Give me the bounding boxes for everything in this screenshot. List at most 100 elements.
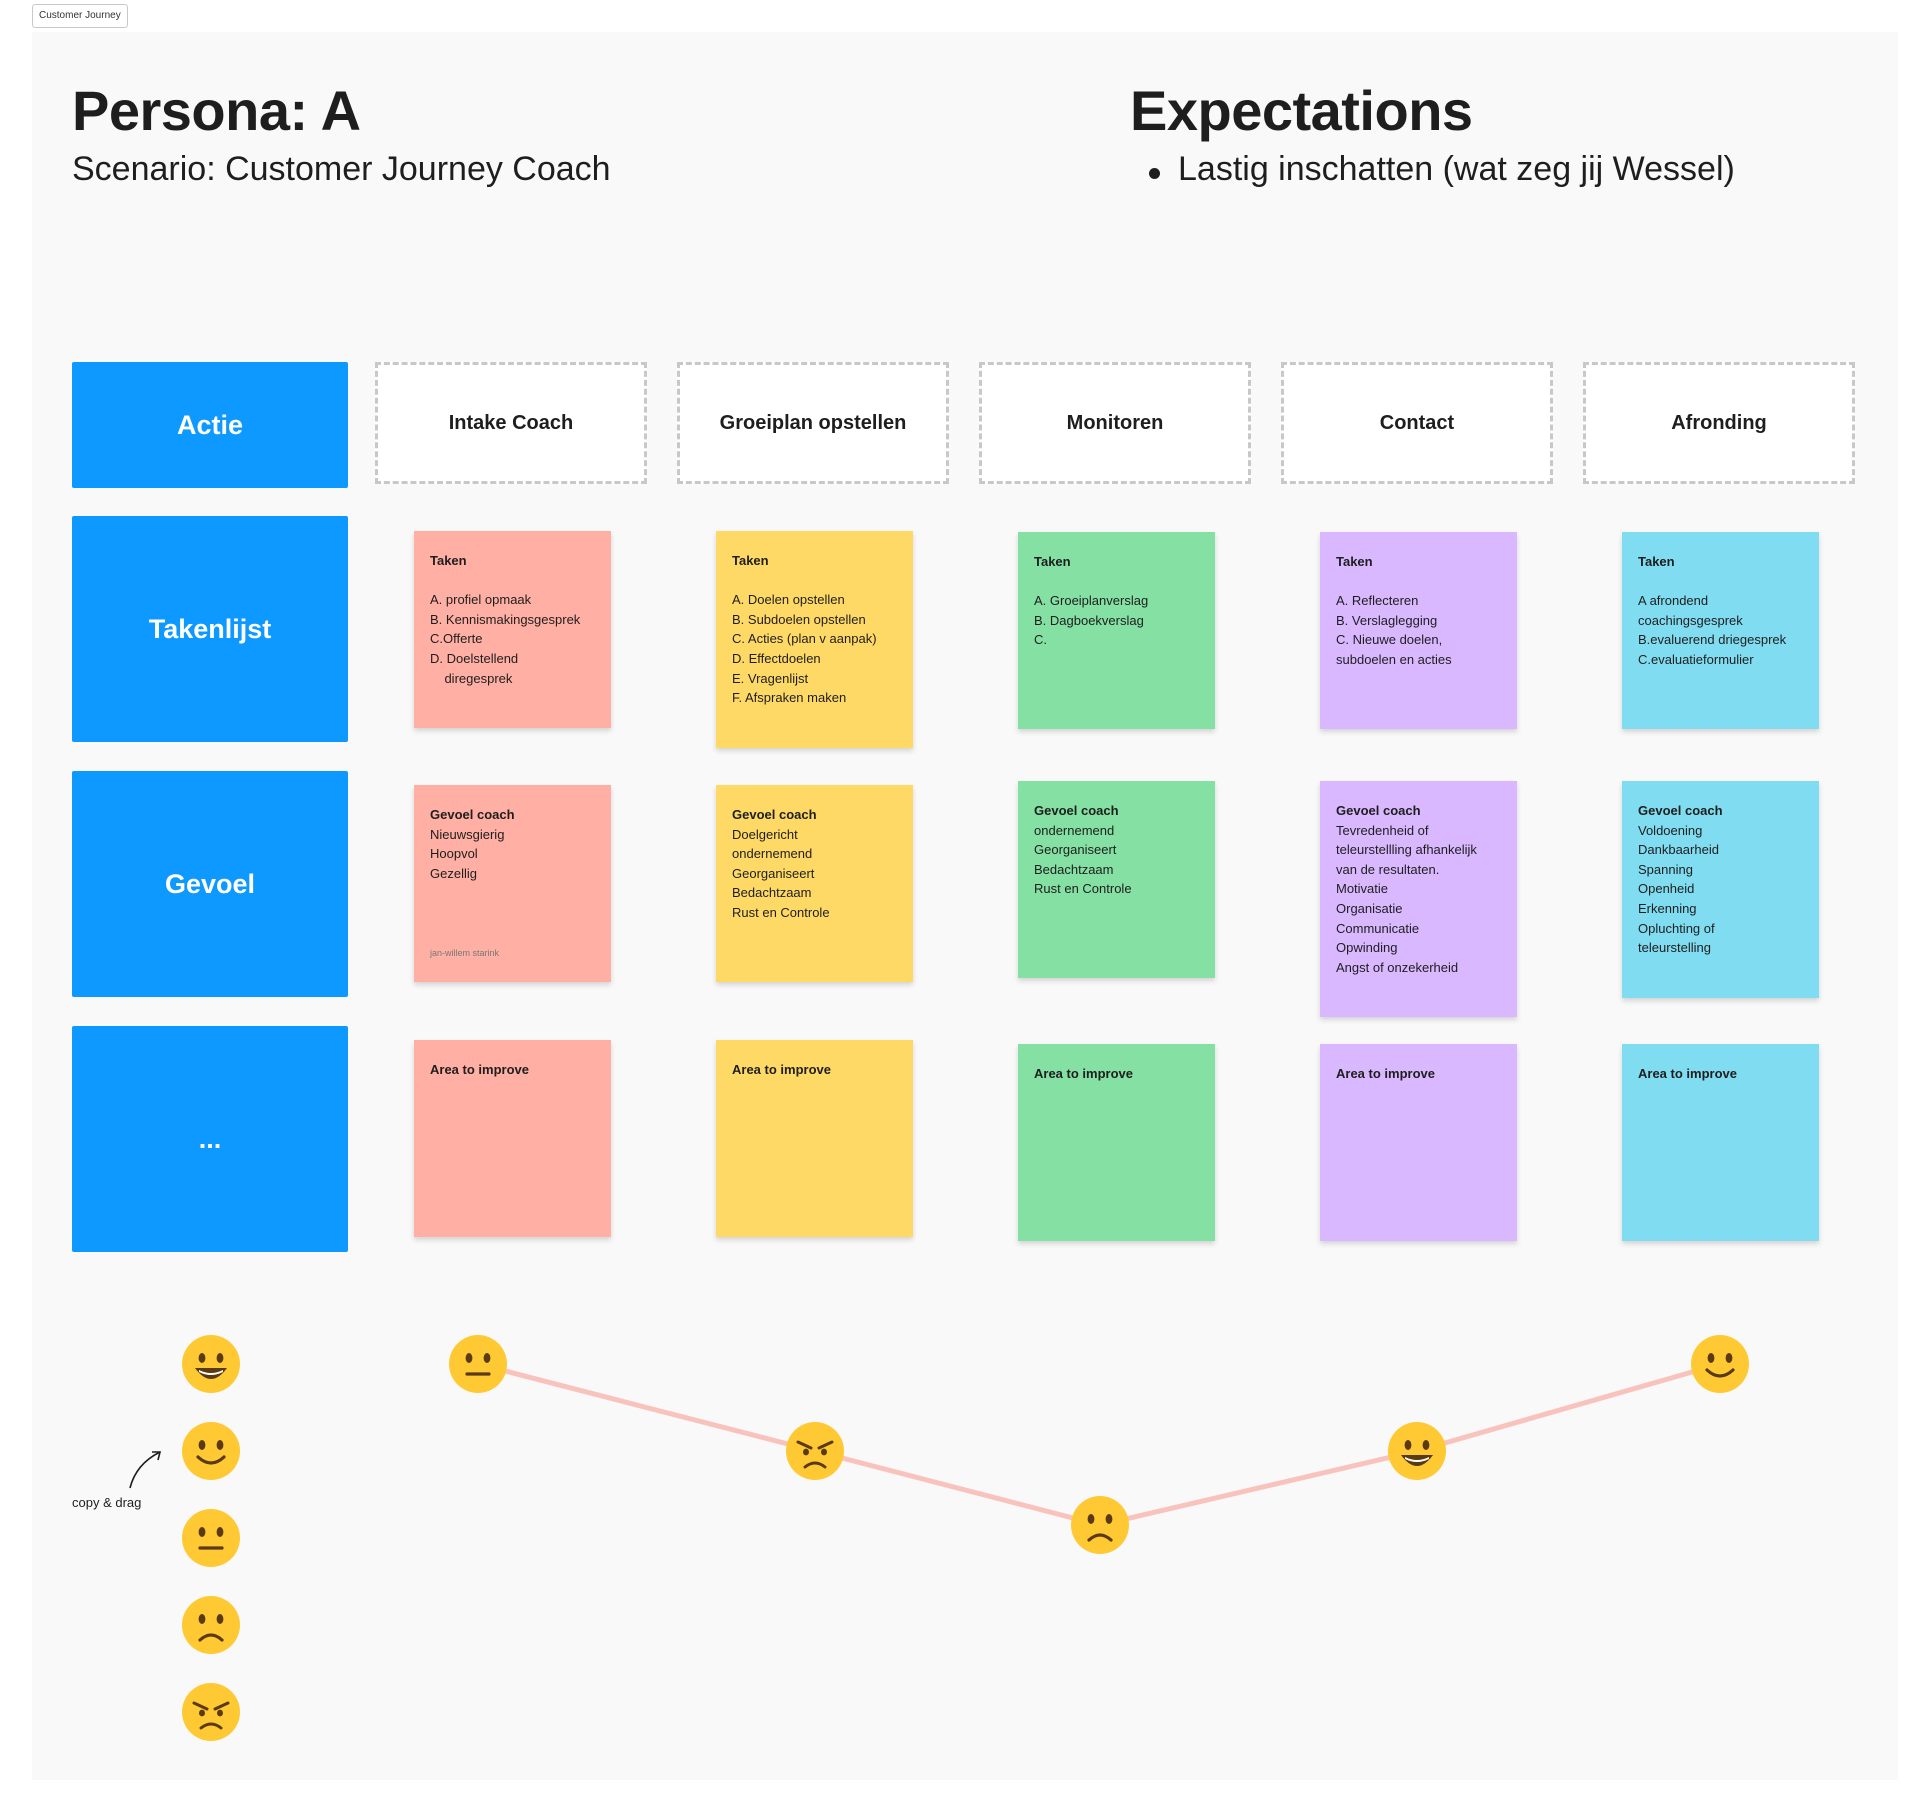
sticky-line: ondernemend	[1034, 822, 1115, 838]
sticky-note-improve[interactable]: Area to improve	[1622, 1044, 1819, 1241]
sad-emoji-icon[interactable]	[181, 1595, 241, 1655]
sticky-line: Opluchting of	[1638, 920, 1715, 936]
sticky-line: A. Reflecteren	[1336, 593, 1419, 609]
sticky-title: Area to improve	[1034, 1066, 1133, 1081]
sticky-title: Taken	[430, 553, 467, 568]
very-happy-emoji-icon[interactable]	[181, 1334, 241, 1394]
column-header-afronding[interactable]: Afronding	[1583, 362, 1855, 484]
sticky-line: F. Afspraken maken	[732, 690, 847, 706]
row-label-takenlijst[interactable]: Takenlijst	[72, 516, 348, 742]
sticky-title: Area to improve	[1638, 1066, 1737, 1081]
sticky-line: Rust en Controle	[1034, 881, 1132, 897]
journey-neutral-emoji-icon[interactable]	[448, 1334, 508, 1394]
sticky-title: Gevoel coach	[1638, 803, 1723, 818]
sticky-line: Georganiseert	[732, 865, 815, 881]
sticky-line: Voldoening	[1638, 822, 1703, 838]
row-label-gevoel[interactable]: Gevoel	[72, 771, 348, 997]
arrow-icon	[129, 1451, 162, 1489]
column-header-text: Afronding	[1671, 411, 1767, 434]
persona-title: Persona: A	[72, 79, 361, 142]
sticky-line: teleurstelling	[1638, 940, 1711, 956]
sticky-line: D. Doelstellend	[430, 650, 519, 666]
sticky-title: Taken	[1034, 554, 1071, 569]
sticky-line: B. Subdoelen opstellen	[732, 611, 866, 627]
scenario-subtitle: Scenario: Customer Journey Coach	[72, 150, 611, 188]
column-header-text: Intake Coach	[448, 411, 574, 434]
row-label-text: Gevoel	[164, 868, 256, 899]
sticky-spacer	[1034, 572, 1199, 592]
row-label-text: Takenlijst	[148, 613, 272, 644]
frame-label[interactable]: Customer Journey	[32, 4, 128, 28]
sticky-line: Bedachtzaam	[1034, 861, 1114, 877]
sticky-line: coachingsgesprek	[1638, 612, 1743, 628]
sticky-line: B. Dagboekverslag	[1034, 612, 1144, 628]
sticky-title: Area to improve	[430, 1062, 529, 1077]
journey-angry-emoji-icon[interactable]	[785, 1421, 845, 1481]
column-header-text: Groeiplan opstellen	[719, 411, 907, 434]
sticky-line: E. Vragenlijst	[732, 670, 809, 686]
sticky-line: Openheid	[1638, 881, 1695, 897]
column-header-text: Monitoren	[1066, 411, 1164, 434]
sticky-note-improve[interactable]: Area to improve	[414, 1040, 611, 1237]
sticky-line: C. Acties (plan v aanpak)	[732, 631, 877, 647]
neutral-emoji-icon[interactable]	[181, 1508, 241, 1568]
sticky-line: Georganiseert	[1034, 842, 1117, 858]
row-label-text: Actie	[176, 409, 244, 440]
sticky-line: Rust en Controle	[732, 904, 830, 920]
sticky-line: Nieuwsgierig	[430, 826, 505, 842]
sticky-author: jan-willem starink	[430, 948, 500, 959]
column-header-contact[interactable]: Contact	[1281, 362, 1553, 484]
journey-happy-emoji-icon[interactable]	[1690, 1334, 1750, 1394]
sticky-line: B.evaluerend driegesprek	[1638, 632, 1787, 648]
row-label-actie[interactable]: Actie	[72, 362, 348, 488]
column-header-intake-coach[interactable]: Intake Coach	[375, 362, 647, 484]
sticky-line: B. Kennismakingsgesprek	[430, 611, 581, 627]
sticky-spacer	[430, 571, 595, 591]
sticky-line: D. Effectdoelen	[732, 650, 821, 666]
sticky-title: Area to improve	[732, 1062, 831, 1077]
sticky-line: Erkenning	[1638, 900, 1697, 916]
sticky-line: Opwinding	[1336, 940, 1398, 956]
sticky-line: Gezellig	[430, 865, 477, 881]
journey-very-happy-emoji-icon[interactable]	[1387, 1421, 1447, 1481]
sticky-line: C.evaluatieformulier	[1638, 651, 1754, 667]
sticky-title: Taken	[1638, 554, 1675, 569]
column-header-text: Contact	[1379, 411, 1455, 434]
sticky-line: van de resultaten.	[1336, 861, 1440, 877]
column-header-groeiplan[interactable]: Groeiplan opstellen	[677, 362, 949, 484]
sticky-line: Motivatie	[1336, 881, 1389, 897]
row-label-more[interactable]: ...	[72, 1026, 348, 1252]
happy-emoji-icon[interactable]	[181, 1421, 241, 1481]
expectations-title: Expectations	[1130, 79, 1473, 142]
angry-emoji-icon[interactable]	[181, 1682, 241, 1742]
sticky-line: Spanning	[1638, 861, 1693, 877]
copy-drag-note: copy & drag	[72, 1495, 142, 1510]
sticky-line: Tevredenheid of	[1336, 822, 1429, 838]
sticky-line: Dankbaarheid	[1638, 842, 1719, 858]
sticky-spacer	[732, 571, 897, 591]
sticky-title: Gevoel coach	[430, 807, 515, 822]
sticky-note-improve[interactable]: Area to improve	[1320, 1044, 1517, 1241]
sticky-line: A. Doelen opstellen	[732, 592, 845, 608]
sticky-line: A afrondend	[1638, 593, 1709, 609]
sticky-title: Taken	[1336, 554, 1373, 569]
sticky-note-improve[interactable]: Area to improve	[716, 1040, 913, 1237]
journey-sad-emoji-icon[interactable]	[1070, 1495, 1130, 1555]
sticky-note-improve[interactable]: Area to improve	[1018, 1044, 1215, 1241]
sticky-title: Area to improve	[1336, 1066, 1435, 1081]
sticky-line: Bedachtzaam	[732, 885, 812, 901]
sticky-line: Communicatie	[1336, 920, 1420, 936]
expectation-item: Lastig inschatten (wat zeg jij Wessel)	[1178, 150, 1735, 188]
column-header-monitoren[interactable]: Monitoren	[979, 362, 1251, 484]
sticky-line: diregesprek	[430, 670, 513, 686]
